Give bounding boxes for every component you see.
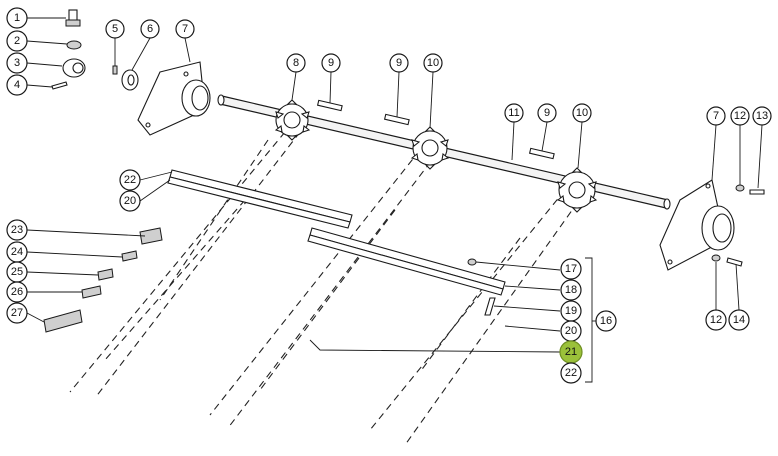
guide-rail-lower	[307, 227, 506, 296]
svg-text:5: 5	[112, 23, 118, 35]
callout-7-right: 7	[706, 106, 726, 126]
callout-7-left: 7	[175, 19, 195, 39]
callout-9a: 9	[321, 53, 341, 73]
svg-text:20: 20	[124, 195, 136, 207]
chain-link-23	[139, 227, 163, 245]
callout-22-top: 22	[119, 169, 141, 191]
svg-text:10: 10	[576, 107, 588, 119]
callout-14: 14	[728, 309, 750, 331]
nut-part-17	[467, 258, 477, 266]
svg-text:9: 9	[328, 57, 334, 69]
callout-16: 16	[595, 310, 617, 332]
callout-9b: 9	[389, 53, 409, 73]
svg-text:12: 12	[710, 314, 722, 326]
callout-26: 26	[6, 281, 28, 303]
svg-text:24: 24	[11, 246, 23, 258]
svg-text:14: 14	[733, 314, 745, 326]
svg-text:8: 8	[293, 57, 299, 69]
svg-text:1: 1	[14, 12, 20, 24]
bearing-flange-left	[137, 61, 211, 136]
guide-rail-upper	[167, 169, 353, 229]
callout-18: 18	[560, 279, 582, 301]
svg-text:3: 3	[14, 57, 20, 69]
svg-text:21: 21	[565, 346, 577, 358]
callout-24: 24	[6, 241, 28, 263]
svg-text:7: 7	[713, 110, 719, 122]
svg-text:26: 26	[11, 286, 23, 298]
sprocket-right	[556, 167, 598, 213]
svg-text:9: 9	[544, 107, 550, 119]
callout-20-top: 20	[119, 190, 141, 212]
chain-lines	[69, 131, 586, 446]
leader-lines	[26, 17, 763, 383]
callout-3: 3	[6, 52, 28, 74]
callout-27: 27	[6, 302, 28, 324]
callout-25: 25	[6, 261, 28, 283]
svg-text:25: 25	[11, 266, 23, 278]
callout-23: 23	[6, 219, 28, 241]
bolt-part-13	[749, 189, 765, 195]
callout-4: 4	[6, 74, 28, 96]
callout-2: 2	[6, 30, 28, 52]
svg-text:27: 27	[11, 307, 23, 319]
key-part-9c	[528, 147, 555, 160]
svg-text:19: 19	[565, 305, 577, 317]
callout-17: 17	[560, 258, 582, 280]
nut-part-12b	[711, 254, 721, 262]
callout-9c: 9	[537, 103, 557, 123]
svg-text:20: 20	[565, 325, 577, 337]
bearing-flange-right	[659, 179, 735, 271]
chain-link-25	[97, 268, 114, 281]
callout-12-bottom: 12	[705, 309, 727, 331]
svg-text:2: 2	[14, 35, 20, 47]
sprocket-left	[274, 99, 311, 141]
svg-text:16: 16	[600, 315, 612, 327]
callout-20-bottom: 20	[560, 320, 582, 342]
callout-1: 1	[6, 7, 28, 29]
callout-6: 6	[140, 19, 160, 39]
svg-text:11: 11	[508, 107, 519, 119]
sprocket-middle	[410, 126, 450, 170]
svg-text:4: 4	[14, 79, 20, 91]
chain-link-24	[121, 250, 138, 262]
callout-21-highlighted[interactable]: 21	[559, 340, 583, 364]
svg-text:17: 17	[565, 263, 577, 275]
svg-text:9: 9	[396, 57, 402, 69]
collar-part	[62, 58, 86, 78]
callout-13: 13	[752, 106, 772, 126]
grease-nipple	[65, 9, 81, 27]
callout-12-top: 12	[730, 106, 750, 126]
svg-text:12: 12	[734, 110, 746, 122]
svg-text:13: 13	[756, 110, 768, 122]
svg-text:10: 10	[427, 57, 439, 69]
chain-link-26	[81, 285, 102, 299]
callout-5: 5	[105, 19, 125, 39]
svg-text:6: 6	[147, 23, 153, 35]
callout-11: 11	[504, 103, 524, 123]
chain-link-27	[43, 309, 83, 333]
svg-text:22: 22	[565, 367, 577, 379]
nut-part-12a	[735, 184, 745, 192]
screw-part-4	[51, 81, 68, 90]
key-part-9a	[316, 99, 343, 112]
svg-text:23: 23	[11, 224, 23, 236]
svg-text:18: 18	[565, 284, 577, 296]
callout-10a: 10	[423, 53, 443, 73]
key-part-9b	[383, 113, 410, 126]
svg-text:22: 22	[124, 174, 136, 186]
bolt-part-14	[726, 257, 743, 267]
callout-8: 8	[286, 53, 306, 73]
pin-part-5	[112, 65, 118, 75]
washer-part	[66, 40, 82, 50]
svg-text:7: 7	[182, 23, 188, 35]
callout-10b: 10	[572, 103, 592, 123]
bearing-part-6	[121, 69, 139, 91]
bolt-part-19	[484, 297, 496, 316]
callout-19: 19	[560, 300, 582, 322]
callout-22-bottom: 22	[560, 362, 582, 384]
